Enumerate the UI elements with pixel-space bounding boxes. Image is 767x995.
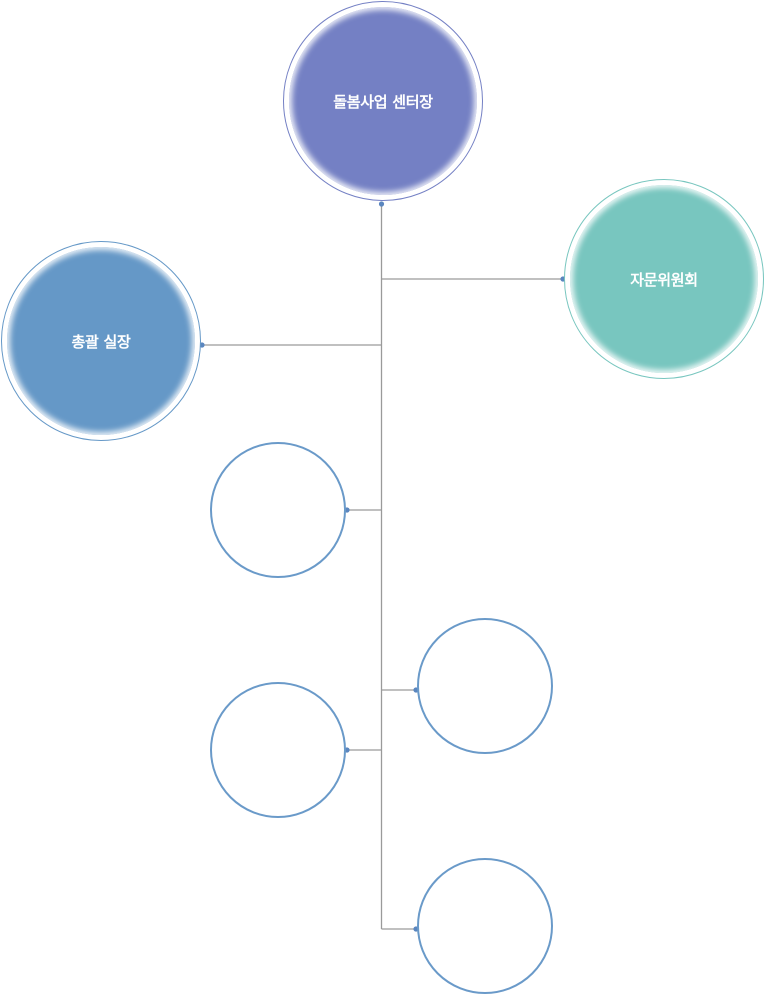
- node-general-manager-fill: 총괄 실장: [7, 247, 195, 435]
- node-sub-2: [417, 618, 553, 754]
- node-sub-1: [210, 442, 346, 578]
- node-center-director-label: 돌봄사업 센터장: [333, 92, 433, 111]
- node-advisory-committee-fill: 자문위원회: [570, 185, 758, 373]
- node-advisory-committee: 자문위원회: [564, 179, 764, 379]
- endpoint-director: [378, 201, 385, 207]
- node-advisory-committee-label: 자문위원회: [630, 270, 698, 289]
- node-center-director: 돌봄사업 센터장: [283, 1, 483, 201]
- node-center-director-fill: 돌봄사업 센터장: [289, 7, 477, 195]
- node-general-manager: 총괄 실장: [1, 241, 201, 441]
- node-sub-4: [417, 858, 553, 994]
- node-sub-3: [210, 682, 346, 818]
- node-general-manager-label: 총괄 실장: [71, 332, 131, 351]
